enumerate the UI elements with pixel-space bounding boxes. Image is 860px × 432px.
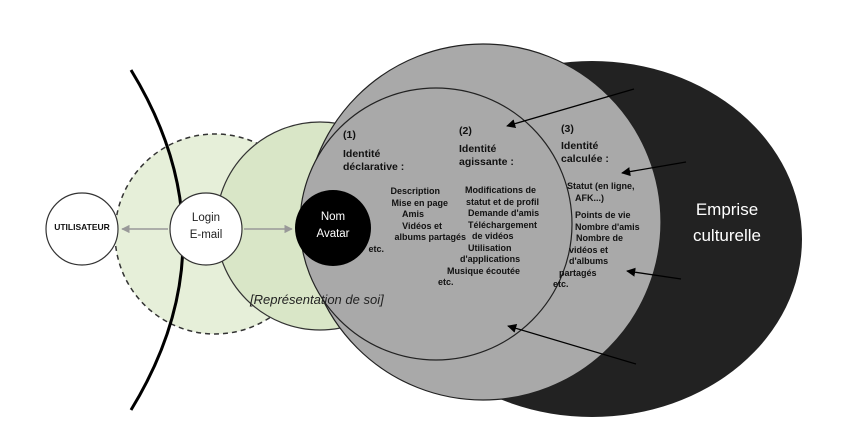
acting-title-line1: Identité — [459, 143, 497, 155]
login-node — [169, 192, 243, 266]
declarative-title-line2: déclarative : — [343, 161, 405, 173]
cultural-hold-line2: culturelle — [692, 226, 762, 245]
computed-item: AFK...) — [575, 192, 604, 203]
acting-item: de vidéos — [472, 231, 514, 241]
computed-number: (3) — [561, 123, 574, 135]
arrow-to-computed-top — [621, 161, 687, 177]
computed-item: Points de vie — [575, 210, 631, 220]
computed-identity-title: (3) Identité calculée : — [561, 123, 651, 166]
avatar-label: Avatar — [316, 228, 350, 240]
email-label: E-mail — [189, 229, 223, 241]
acting-item: statut et de profil — [466, 196, 540, 207]
arrow-to-acting-top — [506, 88, 635, 129]
acting-item: etc. — [438, 277, 454, 287]
computed-item: Statut (en ligne, — [567, 181, 635, 191]
avatar-node-label: Nom Avatar — [300, 209, 366, 243]
declarative-item: etc. — [368, 243, 384, 254]
declarative-item: Amis — [401, 209, 424, 219]
computed-item: partagés — [559, 267, 597, 278]
user-node-label: UTILISATEUR — [54, 222, 110, 232]
acting-title-line2: agissante : — [459, 156, 514, 168]
declarative-number: (1) — [343, 129, 356, 141]
acting-item: Modifications de — [465, 185, 537, 195]
arrow-to-computed-bottom — [626, 267, 682, 280]
declarative-identity-items: Description Mise en page Amis Vidéos et … — [356, 186, 466, 255]
computed-item: Nombre de — [576, 233, 624, 243]
user-node — [45, 192, 119, 266]
self-representation-label: [Représentation de soi] — [250, 292, 384, 307]
acting-number: (2) — [459, 125, 472, 137]
computed-item: Nombre d'amis — [575, 221, 640, 232]
computed-title-line2: calculée : — [561, 153, 609, 165]
computed-title-line1: Identité — [561, 140, 599, 152]
acting-item: d'applications — [460, 254, 521, 264]
name-label: Nom — [320, 211, 346, 223]
declarative-item: Description — [390, 186, 440, 196]
login-label: Login — [191, 212, 221, 224]
avatar-node — [295, 190, 371, 266]
computed-item: etc. — [553, 279, 569, 289]
acting-item: Téléchargement — [468, 219, 538, 230]
acting-item: Utilisation — [468, 242, 512, 253]
declarative-item: Vidéos et — [402, 220, 442, 231]
acting-identity-title: (2) Identité agissante : — [459, 125, 549, 169]
acting-item: Demande d'amis — [468, 208, 540, 218]
computed-item: d'albums — [569, 256, 609, 266]
declarative-item: albums partagés — [394, 232, 466, 242]
declarative-title-line1: Identité — [343, 148, 381, 160]
cultural-hold-label: Emprise culturelle — [672, 197, 782, 249]
acting-item: Musique écoutée — [447, 265, 521, 276]
declarative-identity-title: (1) Identité déclarative : — [343, 129, 433, 174]
arrow-to-acting-bottom — [507, 323, 637, 365]
login-node-label: Login E-mail — [176, 210, 236, 244]
declarative-item: Mise en page — [391, 197, 448, 208]
acting-identity-items: Modifications de statut et de profil Dem… — [435, 185, 555, 289]
cultural-hold-line1: Emprise — [695, 200, 759, 219]
computed-item: vidéos et — [569, 244, 609, 255]
computed-identity-items: Statut (en ligne, AFK...) Points de vie … — [553, 181, 653, 291]
